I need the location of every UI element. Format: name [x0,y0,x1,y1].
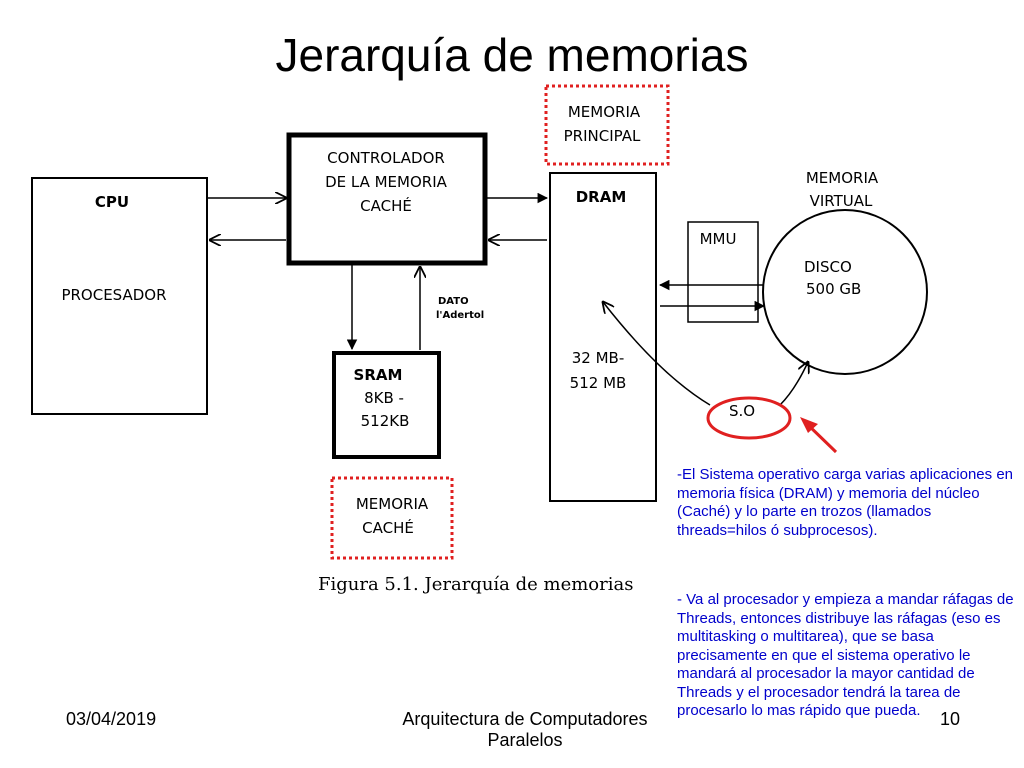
dram-size-line-2: 512 MB [570,374,627,392]
sram-size-line-2: 512KB [361,412,410,430]
memoria-virtual-line-1: MEMORIA [806,169,879,187]
mmu-block [687,221,759,323]
dram-size-line-1: 32 MB- [572,349,625,367]
memoria-principal-line-1: MEMORIA [568,103,641,121]
memoria-principal-line-2: PRINCIPAL [564,127,641,145]
dato-label-1: DATO [438,296,469,307]
footer-course-line-1: Arquitectura de Computadores [402,709,648,729]
sram-label: SRAM [354,366,403,384]
disco-circle [762,209,928,375]
disco-line-2: 500 GB [806,280,861,298]
dato-label-2: l'Adertol [436,310,484,321]
figure-caption: Figura 5.1. Jerarquía de memorias [318,574,633,595]
slide-title: Jerarquía de memorias [275,29,749,81]
arrow-so-to-dram [603,302,711,406]
memoria-cache-line-1: MEMORIA [356,495,429,513]
memoria-principal-highlight [544,84,670,166]
processor-label: PROCESADOR [61,286,166,304]
note-paragraph-1: -El Sistema operativo carga varias aplic… [677,466,1013,539]
mmu-label: MMU [700,230,737,248]
so-highlight-ellipse [706,396,792,440]
sram-size-line-1: 8KB - [364,389,404,407]
cache-controller-block [286,132,488,266]
footer-course-line-2: Paralelos [487,730,563,750]
arrow-so-to-disco [779,362,808,406]
disco-line-1: DISCO [804,258,852,276]
memoria-cache-line-2: CACHÉ [362,518,414,537]
memoria-virtual-line-2: VIRTUAL [810,192,873,210]
dram-label: DRAM [576,188,627,206]
so-label: S.O [729,402,755,420]
cache-controller-line-2: DE LA MEMORIA [325,173,448,191]
note-paragraph-2: - Va al procesador y empieza a mandar rá… [677,591,1014,719]
red-pointer-arrow-head [800,417,818,433]
cache-controller-line-3: CACHÉ [360,196,412,215]
memoria-cache-highlight [330,476,454,560]
dram-block [549,172,657,502]
sram-block [332,351,441,459]
cache-controller-line-1: CONTROLADOR [327,149,445,167]
page-number: 10 [940,709,961,729]
cpu-block [31,177,208,415]
footer-course: Arquitectura de Computadores Paralelos [360,709,690,751]
cpu-label: CPU [95,193,129,211]
footer-date: 03/04/2019 [66,709,157,729]
